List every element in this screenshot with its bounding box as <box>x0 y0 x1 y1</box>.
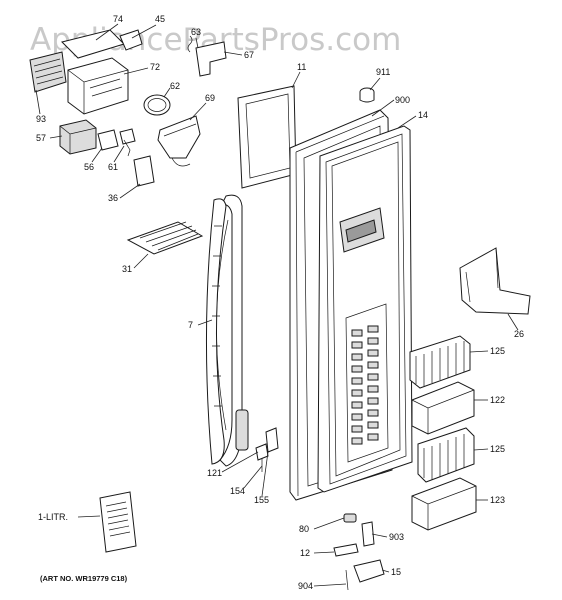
leader-line-125a <box>469 350 489 353</box>
part-7-handle <box>205 194 249 467</box>
label-36: 36 <box>108 193 118 203</box>
label-69: 69 <box>205 93 215 103</box>
part-15 <box>353 559 385 583</box>
part-122-bin <box>411 381 475 435</box>
hardware-121-154-155 <box>255 427 279 472</box>
label-903: 903 <box>389 532 404 542</box>
part-904 <box>345 569 349 591</box>
label-12: 12 <box>300 548 310 558</box>
leader-line-80 <box>313 517 345 530</box>
leader-line-900 <box>371 99 395 117</box>
part-125-basket-bottom <box>417 427 475 483</box>
leader-line-1litr <box>77 515 101 518</box>
label-15: 15 <box>391 567 401 577</box>
part-72-housing <box>67 57 129 115</box>
part-45 <box>119 29 143 51</box>
label-155: 155 <box>254 495 269 505</box>
label-67: 67 <box>244 50 254 60</box>
label-72: 72 <box>150 62 160 72</box>
part-80 <box>343 513 357 523</box>
leader-line-67 <box>223 51 243 56</box>
label-56: 56 <box>84 162 94 172</box>
leader-line-72 <box>123 67 149 75</box>
dispenser-housing-group <box>29 29 227 187</box>
part-61 <box>119 128 136 145</box>
label-93: 93 <box>36 114 46 124</box>
label-62: 62 <box>170 81 180 91</box>
leader-line-63 <box>195 37 199 49</box>
part-93-panel <box>29 51 67 93</box>
label-1-litr: 1-LITR. <box>38 512 68 522</box>
leader-line-69 <box>189 102 207 121</box>
leader-line-904 <box>313 583 347 587</box>
leader-line-45 <box>131 24 157 39</box>
leader-line-14 <box>397 115 417 129</box>
part-62-ring <box>143 94 171 116</box>
part-31-grille <box>126 221 204 255</box>
leader-line-61 <box>113 145 125 163</box>
leader-line-903 <box>371 533 388 538</box>
leader-line-155 <box>261 451 269 497</box>
leader-line-911 <box>369 77 381 91</box>
part-14-gasket <box>317 125 413 493</box>
leader-line-93 <box>35 89 41 115</box>
leader-line-121 <box>221 451 259 473</box>
part-123-bin <box>411 477 477 531</box>
part-67-bracket <box>195 41 227 77</box>
leader-line-57 <box>49 135 63 139</box>
label-122: 122 <box>490 395 505 405</box>
part-911-cap <box>359 87 375 103</box>
leader-lines <box>35 23 519 587</box>
label-31: 31 <box>122 264 132 274</box>
label-26: 26 <box>514 329 524 339</box>
leader-line-154 <box>243 465 263 489</box>
label-125-top: 125 <box>490 346 505 356</box>
bottom-hardware <box>333 513 385 591</box>
part-125-basket-top <box>409 335 471 389</box>
leader-line-31 <box>133 253 149 269</box>
part-903 <box>361 521 375 547</box>
part-26-bracket <box>459 247 531 315</box>
leader-line-26 <box>507 313 519 331</box>
leader-line-36 <box>119 183 141 199</box>
label-57: 57 <box>36 133 46 143</box>
part-literature-booklet <box>99 491 137 553</box>
leader-line-125b <box>473 448 489 451</box>
label-74: 74 <box>113 14 123 24</box>
part-56-coupling <box>97 129 119 151</box>
leader-line-56 <box>91 147 103 163</box>
leader-line-11 <box>291 71 301 89</box>
label-154: 154 <box>230 486 245 496</box>
label-911: 911 <box>376 67 390 77</box>
part-57-solenoid <box>59 119 97 155</box>
label-125-bottom: 125 <box>490 444 505 454</box>
label-123: 123 <box>490 495 505 505</box>
part-36-bracket <box>133 155 155 187</box>
leader-line-74 <box>95 23 119 41</box>
leader-line-62 <box>163 87 171 98</box>
louvers <box>351 325 379 445</box>
art-number: (ART NO. WR19779 C18) <box>40 574 128 583</box>
label-7: 7 <box>188 320 193 330</box>
leader-line-15 <box>381 569 390 573</box>
label-900: 900 <box>395 95 410 105</box>
label-14: 14 <box>418 110 428 120</box>
part-69-funnel <box>157 115 201 159</box>
leader-line-7 <box>197 319 213 326</box>
label-61: 61 <box>108 162 118 172</box>
label-63: 63 <box>191 27 201 37</box>
label-904: 904 <box>298 581 313 591</box>
leader-line-12 <box>313 551 335 554</box>
label-45: 45 <box>155 14 165 24</box>
part-12 <box>333 543 359 557</box>
callout-labels: 74 45 63 67 72 62 69 93 57 56 61 36 11 9… <box>36 14 524 591</box>
label-121: 121 <box>207 468 222 478</box>
part-11-cover <box>237 85 297 189</box>
label-11: 11 <box>297 62 306 72</box>
label-80: 80 <box>299 524 309 534</box>
